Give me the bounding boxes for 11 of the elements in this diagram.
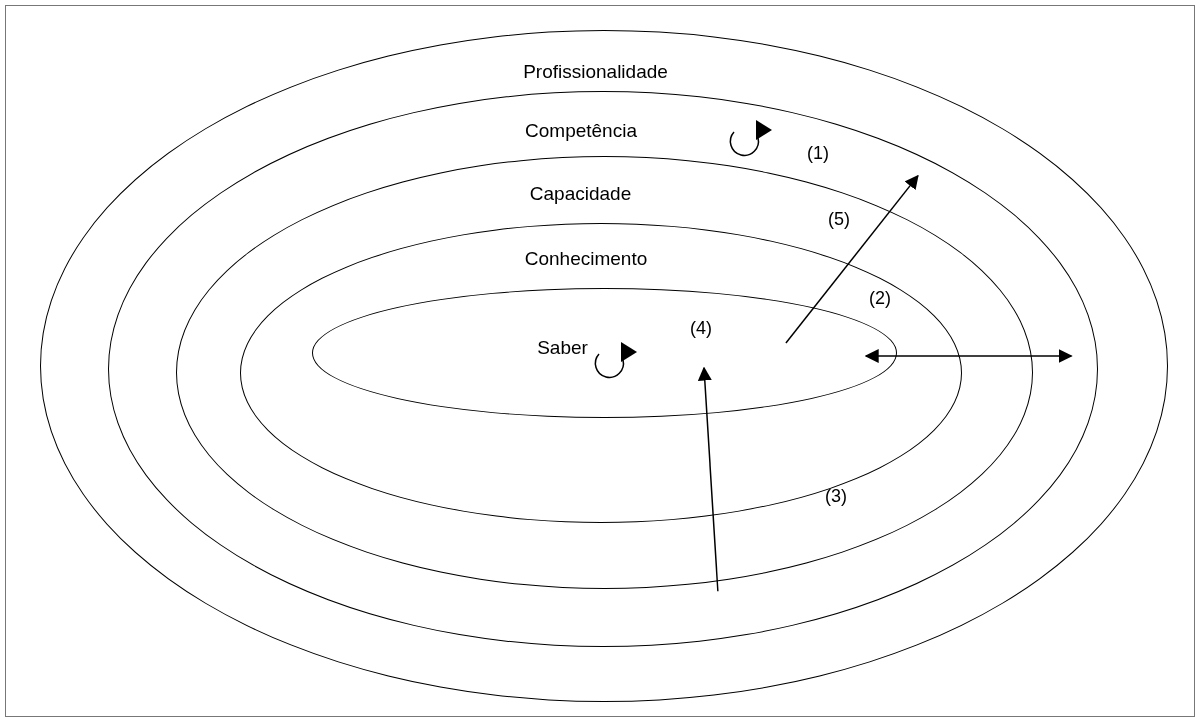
ring-label: Competência xyxy=(525,120,637,142)
callout-number: (2) xyxy=(869,287,891,309)
ring-label: Saber xyxy=(537,336,588,359)
arrow xyxy=(864,349,1073,363)
ring-label: Profissionalidade xyxy=(523,60,668,83)
arrow xyxy=(697,366,719,592)
ring-label: Conhecimento xyxy=(524,248,648,270)
arrow xyxy=(785,174,919,344)
callout-number: (1) xyxy=(807,142,829,164)
ring-label: Capacidade xyxy=(529,182,632,205)
callout-number: (3) xyxy=(825,485,847,507)
